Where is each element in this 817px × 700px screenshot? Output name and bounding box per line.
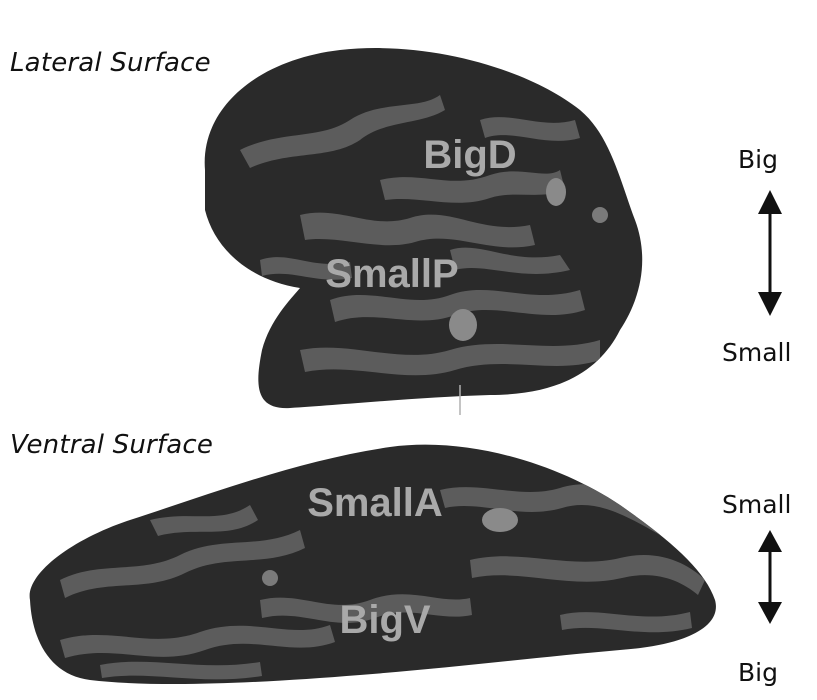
- ventral-activation-blob: [262, 570, 278, 586]
- lateral-scale-arrow: [758, 190, 782, 316]
- region-label-bigv: BigV: [339, 598, 430, 642]
- lateral-hemisphere: BigD SmallP: [205, 48, 643, 415]
- ventral-scale-arrow: [758, 530, 782, 624]
- lateral-activation-blob: [592, 207, 608, 223]
- lateral-activation-blob: [546, 178, 566, 206]
- region-label-smalla: SmallA: [307, 481, 443, 525]
- ventral-hemisphere: SmallA BigV: [30, 445, 716, 684]
- ventral-activation-blob: [482, 508, 518, 532]
- lateral-activation-blob: [449, 309, 477, 341]
- region-label-smallp: SmallP: [325, 252, 458, 296]
- region-label-bigd: BigD: [423, 133, 516, 177]
